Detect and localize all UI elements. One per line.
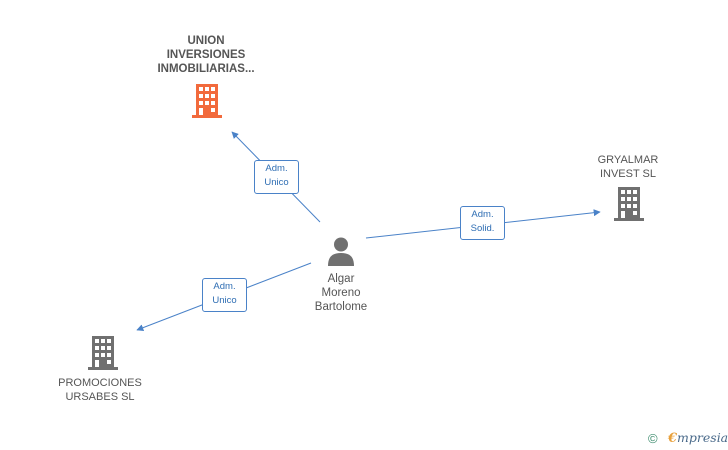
edge-label-line: Unico <box>212 295 237 306</box>
brand-initial: € <box>668 431 678 446</box>
copyright-symbol: © <box>648 431 658 446</box>
edge-label-union: Adm. Unico <box>254 160 299 194</box>
person-icon[interactable] <box>326 236 356 266</box>
edge-label-gryalmar: Adm. Solid. <box>460 206 505 240</box>
node-label-union[interactable]: UNION INVERSIONES INMOBILIARIAS... <box>157 35 255 75</box>
building-icon[interactable] <box>88 336 118 370</box>
node-label-promociones[interactable]: PROMOCIONES URSABES SL <box>58 377 142 403</box>
node-label-gryalmar[interactable]: GRYALMAR INVEST SL <box>597 154 659 180</box>
brand-rest: mpresia <box>677 430 728 445</box>
empresia-logo[interactable]: €mpresia <box>668 430 728 446</box>
edge-label-line: Solid. <box>470 223 495 234</box>
edge-label-line: Unico <box>264 177 289 188</box>
edge-label-line: Adm. <box>265 163 288 174</box>
building-icon[interactable] <box>614 187 644 221</box>
edge-label-line: Adm. <box>213 281 236 292</box>
edge-label-line: Adm. <box>471 209 494 220</box>
node-label-center-person[interactable]: Algar Moreno Bartolome <box>314 273 368 313</box>
building-icon[interactable] <box>192 84 222 118</box>
edge-label-promociones: Adm. Unico <box>202 278 247 312</box>
